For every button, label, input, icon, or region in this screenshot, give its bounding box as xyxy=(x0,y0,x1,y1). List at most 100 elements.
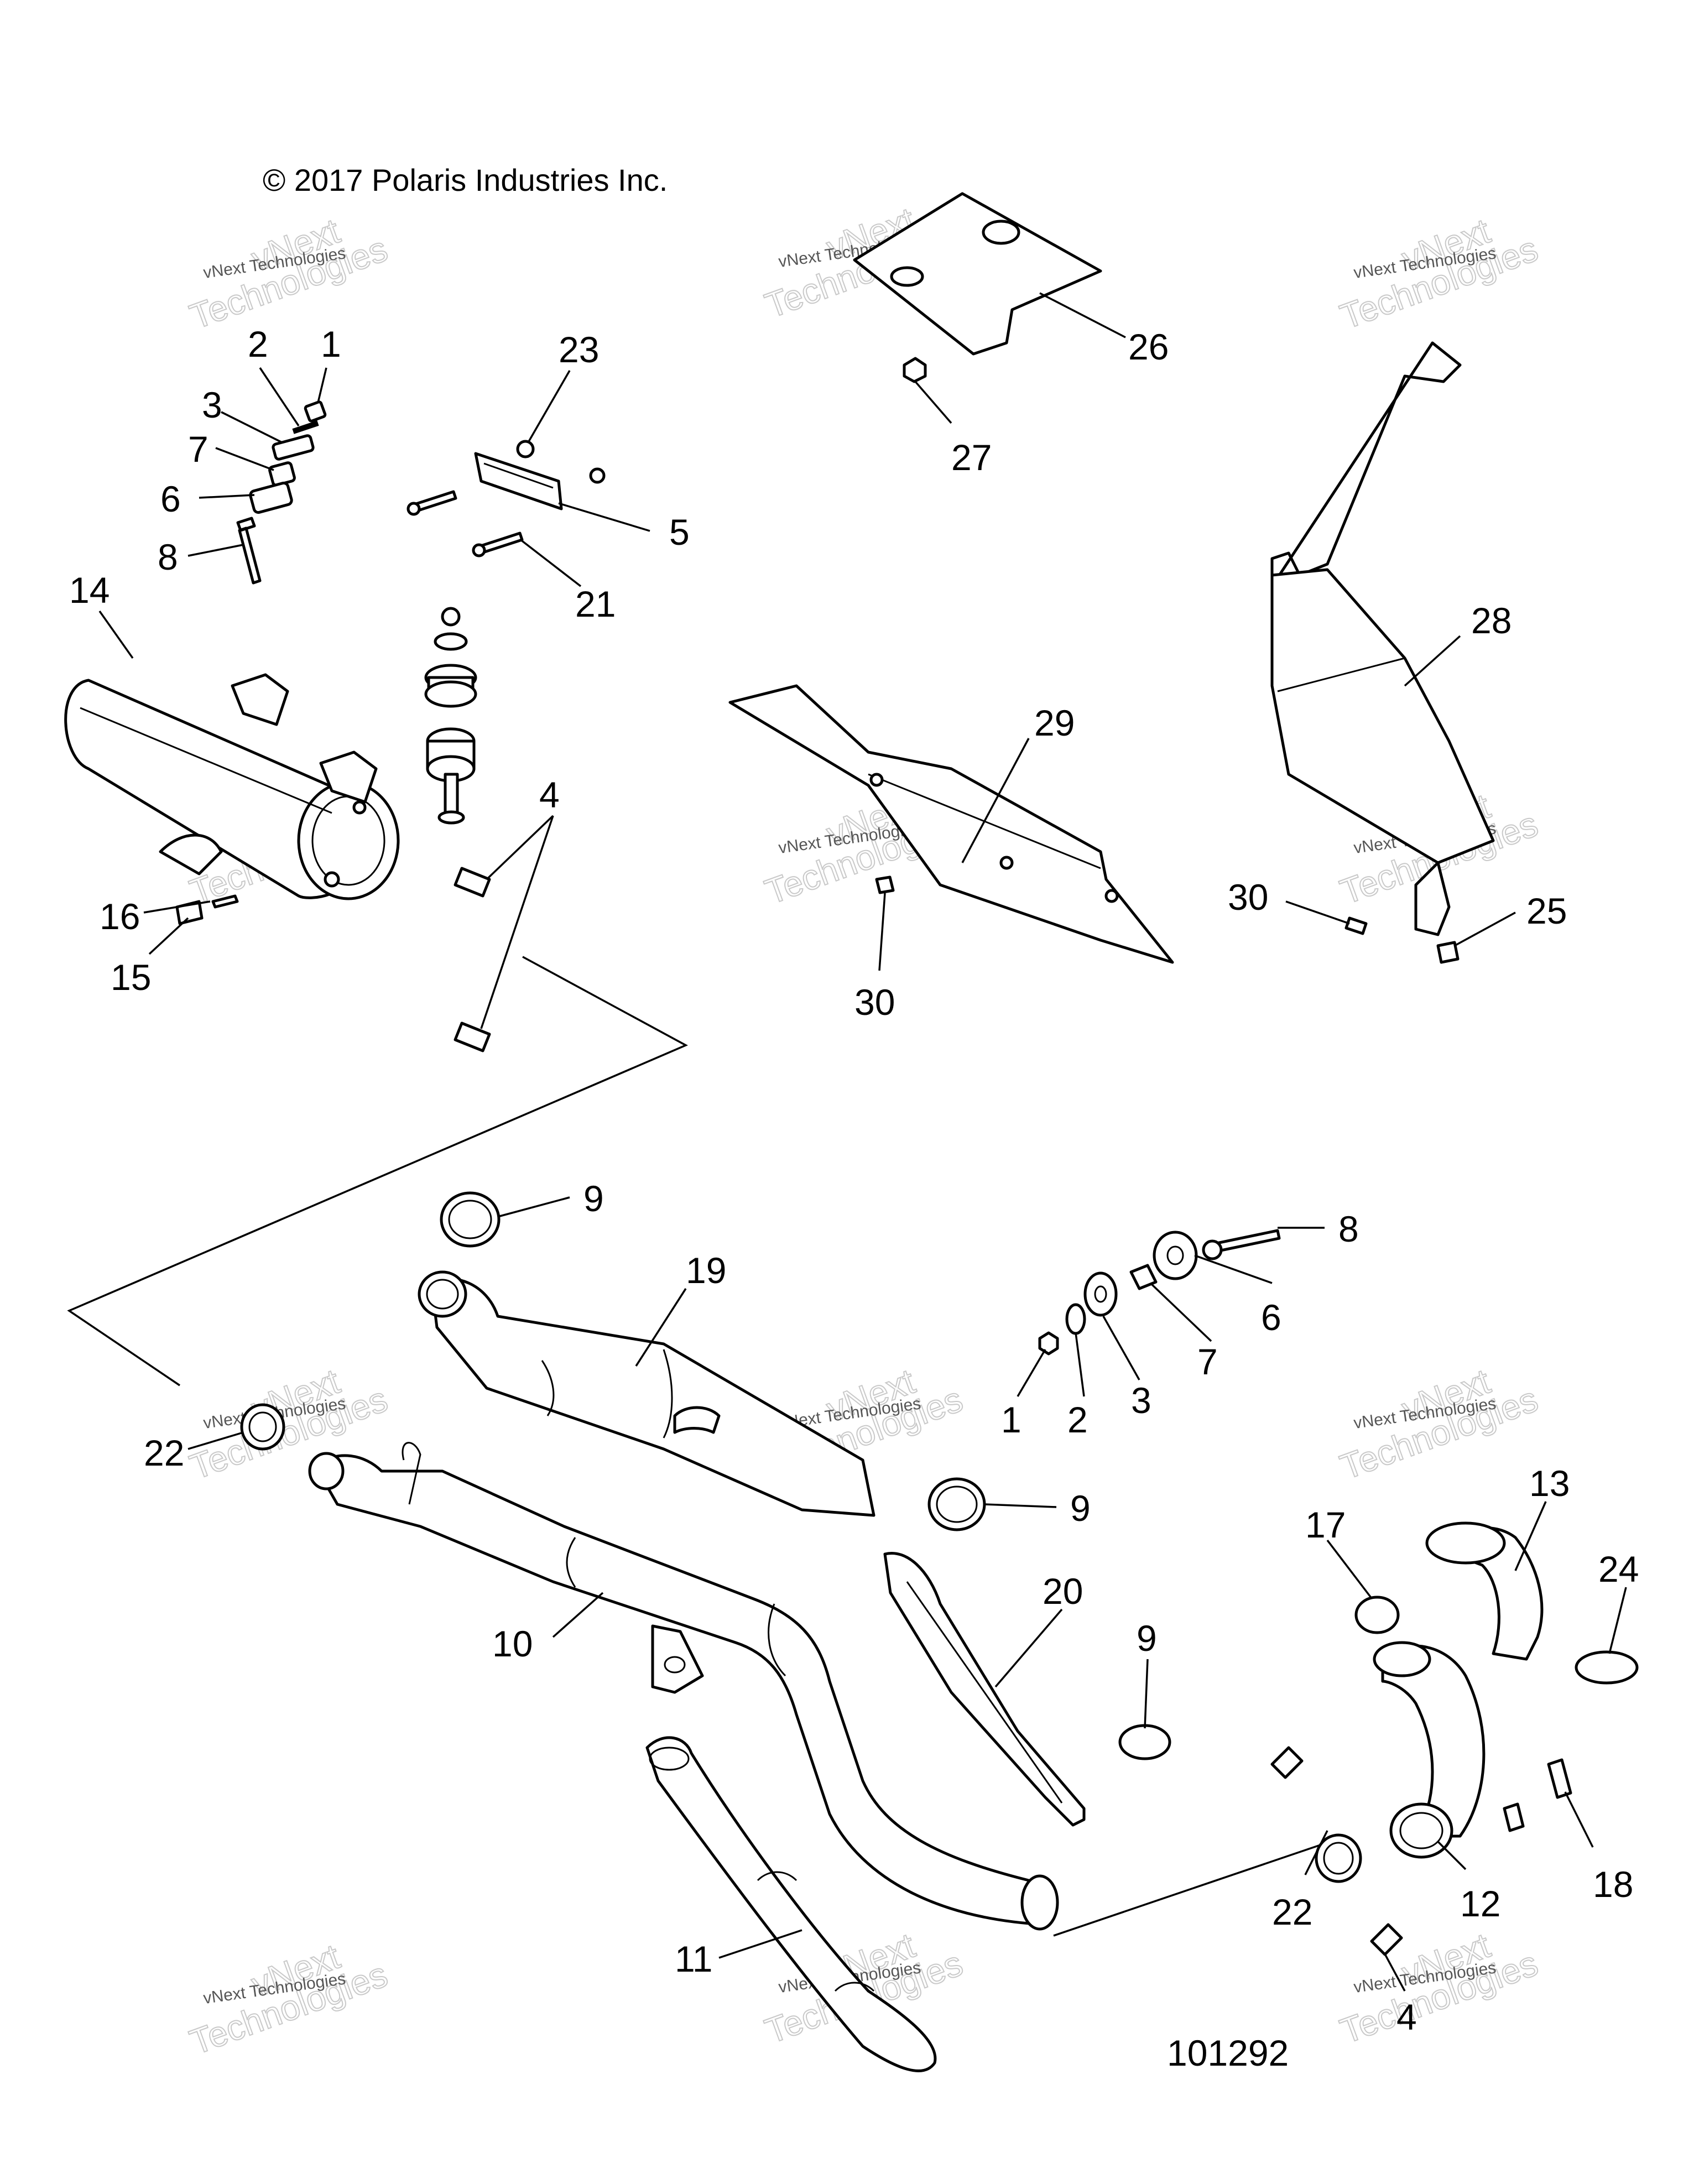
callout-17: 17 xyxy=(1305,1504,1346,1545)
pipe-10-inlet xyxy=(308,1452,345,1490)
pipe-10 xyxy=(308,1442,1059,1931)
clip-part-25 xyxy=(1436,941,1460,964)
header-part-12 xyxy=(1381,1644,1486,1838)
spring-pin-part-16 xyxy=(211,894,239,909)
copyright-notice: © 2017 Polaris Industries Inc. xyxy=(263,163,668,197)
washer-part-2b xyxy=(1065,1303,1086,1335)
callout-6: 6 xyxy=(160,478,181,519)
callout-2: 2 xyxy=(248,324,268,364)
pipe-11 xyxy=(645,1736,937,2072)
callout-8: 8 xyxy=(158,536,178,577)
callout-labels: 1 2 3 7 6 8 23 5 21 26 27 14 4 16 15 29 … xyxy=(69,324,1639,2037)
callout-13: 13 xyxy=(1529,1463,1570,1504)
heat-shield-center xyxy=(728,684,1174,964)
callout-7b: 7 xyxy=(1197,1341,1218,1382)
callout-12: 12 xyxy=(1460,1883,1500,1924)
nut-part-1b xyxy=(1038,1331,1059,1356)
stud-part-18b xyxy=(1547,1758,1572,1799)
shield-20 xyxy=(883,1552,1086,1827)
grommet-part-6b xyxy=(1153,1231,1198,1280)
stud-part-18a xyxy=(1503,1802,1525,1832)
callout-27: 27 xyxy=(951,437,992,478)
callout-29: 29 xyxy=(1034,702,1075,743)
plug-part-15 xyxy=(175,900,204,925)
spacer-part-7b xyxy=(1129,1264,1158,1290)
screw-part-27 xyxy=(903,357,927,383)
heat-shield-part-26 xyxy=(853,192,1102,356)
gasket-part-17 xyxy=(1354,1596,1400,1634)
header-flange xyxy=(1373,1641,1431,1677)
heat-shield-part-28-tab xyxy=(1270,341,1462,588)
muffler-assembly xyxy=(64,673,400,925)
pipe-part-19 xyxy=(430,1278,875,1517)
callout-9c: 9 xyxy=(1137,1618,1157,1659)
muffler-mount-stack xyxy=(424,607,477,825)
callout-30b: 30 xyxy=(1228,877,1268,918)
muffler-mount-tab-2 xyxy=(319,750,378,804)
spring-part-4d xyxy=(1370,1923,1403,1956)
pipe-10-bracket xyxy=(651,1624,704,1694)
leader-lines xyxy=(98,292,1627,1992)
spring-part-4a xyxy=(454,867,491,898)
callout-28: 28 xyxy=(1471,600,1512,641)
springs xyxy=(454,867,1403,1956)
callout-18: 18 xyxy=(1593,1864,1633,1905)
clamp-part-9c xyxy=(1118,1724,1171,1760)
connection-lines xyxy=(67,956,1331,1937)
callout-1: 1 xyxy=(321,324,341,364)
bolt-part-8 xyxy=(236,517,262,585)
header-assembly xyxy=(1354,1521,1639,1859)
callout-22: 22 xyxy=(144,1432,184,1473)
callout-10: 10 xyxy=(492,1623,533,1664)
callout-24: 24 xyxy=(1598,1549,1639,1589)
muffler-mount-tab xyxy=(231,673,289,726)
callout-5: 5 xyxy=(669,512,690,552)
callout-25: 25 xyxy=(1526,890,1567,931)
callout-3: 3 xyxy=(202,384,222,425)
callout-3b: 3 xyxy=(1131,1380,1151,1421)
spring-part-4c xyxy=(1270,1746,1304,1779)
callout-15: 15 xyxy=(111,957,151,998)
pipe-part-10 xyxy=(314,1454,1047,1926)
callout-23: 23 xyxy=(559,329,599,370)
callout-7: 7 xyxy=(188,429,209,470)
bracket-part-5 xyxy=(474,452,563,510)
pipe-19-inlet xyxy=(418,1270,467,1318)
nut-part-23 xyxy=(516,440,535,458)
callout-30: 30 xyxy=(854,982,895,1023)
spring-part-4b xyxy=(454,1021,491,1052)
callout-2b: 2 xyxy=(1067,1399,1088,1440)
callout-11: 11 xyxy=(675,1938,713,1979)
drawing-number: 101292 xyxy=(1167,2032,1289,2073)
heat-shield-top xyxy=(853,192,1102,383)
callout-9: 9 xyxy=(583,1178,604,1219)
callout-21: 21 xyxy=(575,583,616,624)
gasket-part-22b xyxy=(1315,1833,1362,1883)
callout-1b: 1 xyxy=(1001,1399,1022,1440)
callout-16: 16 xyxy=(100,896,140,937)
heat-shield-part-28 xyxy=(1270,568,1495,864)
heat-shield-part-29 xyxy=(728,684,1174,964)
nut-part-1 xyxy=(304,400,327,423)
pipe-10-outlet xyxy=(1020,1874,1059,1931)
callout-26: 26 xyxy=(1128,326,1169,367)
bushing-part-3 xyxy=(272,434,315,461)
callout-4: 4 xyxy=(539,774,560,815)
nut-part-23b xyxy=(589,467,606,484)
heat-shield-right xyxy=(1270,341,1495,964)
hardware-stack-right xyxy=(1038,1229,1281,1356)
callout-9b: 9 xyxy=(1070,1488,1091,1529)
gasket-part-22a xyxy=(240,1403,285,1451)
pipe-part-11 xyxy=(645,1736,937,2072)
screw-part-30a xyxy=(875,875,895,894)
callout-4b: 4 xyxy=(1396,1997,1417,2037)
flange-part-13-rim xyxy=(1425,1521,1506,1565)
clamp-part-24 xyxy=(1575,1650,1639,1685)
callout-19: 19 xyxy=(686,1250,726,1291)
callout-14: 14 xyxy=(69,570,110,611)
callout-8b: 8 xyxy=(1338,1208,1359,1249)
bushing-part-3b xyxy=(1083,1271,1118,1317)
bracket-assembly xyxy=(406,440,606,557)
callout-22b: 22 xyxy=(1272,1891,1312,1932)
muffler-outlet xyxy=(159,833,223,875)
